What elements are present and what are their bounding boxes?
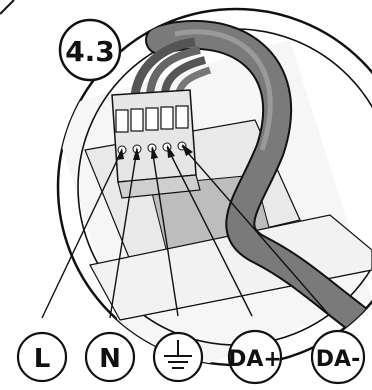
leader-line-l bbox=[41, 149, 123, 319]
step-label: 4.3 bbox=[65, 35, 115, 68]
terminal-text-l: L bbox=[34, 344, 51, 374]
leader-lines bbox=[41, 145, 331, 319]
terminal-label-da-plus: DA+ bbox=[227, 329, 283, 385]
terminal-block bbox=[111, 89, 201, 199]
leader-line-da-plus bbox=[166, 146, 253, 317]
magnified-view bbox=[56, 7, 372, 367]
leader-line-n bbox=[109, 148, 138, 319]
terminal-label-pe bbox=[152, 331, 204, 383]
wire-2 bbox=[146, 46, 201, 96]
wire-1 bbox=[130, 37, 196, 96]
arrow-heads bbox=[116, 144, 193, 160]
ledge bbox=[89, 214, 372, 321]
terminal-text-n: N bbox=[99, 344, 121, 374]
leader-line-da-minus bbox=[181, 145, 331, 317]
leader-line-pe bbox=[151, 147, 179, 317]
corner-fold-mark bbox=[0, 0, 15, 15]
step-badge: 4.3 bbox=[58, 18, 122, 82]
terminal-label-l: L bbox=[16, 331, 68, 383]
terminal-label-n: N bbox=[84, 331, 136, 383]
terminal-text-da-minus: DA- bbox=[316, 347, 360, 372]
wire-3 bbox=[161, 56, 207, 96]
ground-icon bbox=[164, 340, 192, 369]
terminal-text-da-plus: DA+ bbox=[228, 347, 282, 372]
terminal-labels: L N DA+ DA- bbox=[16, 329, 366, 385]
terminal-label-da-minus: DA- bbox=[310, 329, 366, 385]
